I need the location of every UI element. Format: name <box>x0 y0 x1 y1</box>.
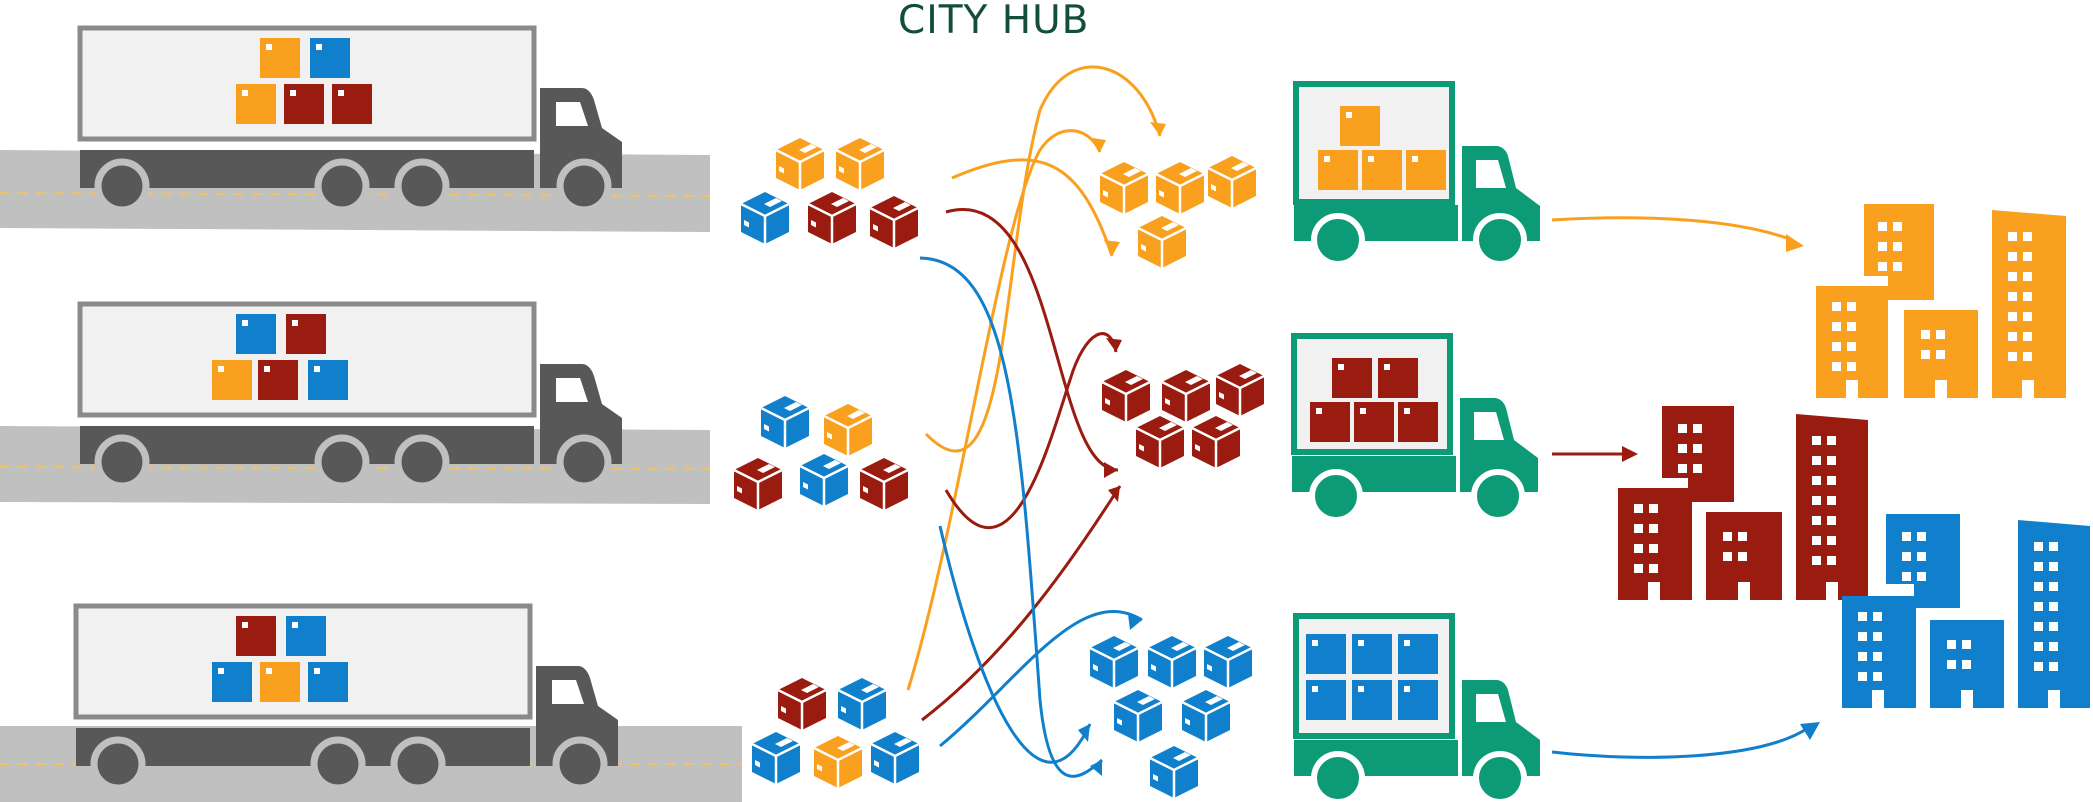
sorted-blue-packages <box>1088 634 1254 800</box>
delivery-truck-orange <box>1293 81 1540 267</box>
package-pile-3 <box>750 676 921 790</box>
hub-title: CITY HUB <box>898 0 1090 43</box>
city-orange <box>1816 204 2066 398</box>
sorted-red-packages <box>1100 362 1266 470</box>
long-haul-truck-3 <box>0 603 742 802</box>
package-pile-1 <box>739 136 920 250</box>
long-haul-truck-2 <box>0 301 711 504</box>
package-pile-2 <box>732 394 910 512</box>
arrow-heads <box>1078 122 1820 776</box>
sorted-orange-packages <box>1098 154 1258 270</box>
city-blue <box>1842 514 2090 708</box>
sorting-flows <box>906 65 1809 778</box>
delivery-truck-blue <box>1293 613 1540 802</box>
city-red <box>1618 406 1868 600</box>
long-haul-truck-1 <box>0 25 711 232</box>
delivery-truck-red <box>1291 333 1538 523</box>
